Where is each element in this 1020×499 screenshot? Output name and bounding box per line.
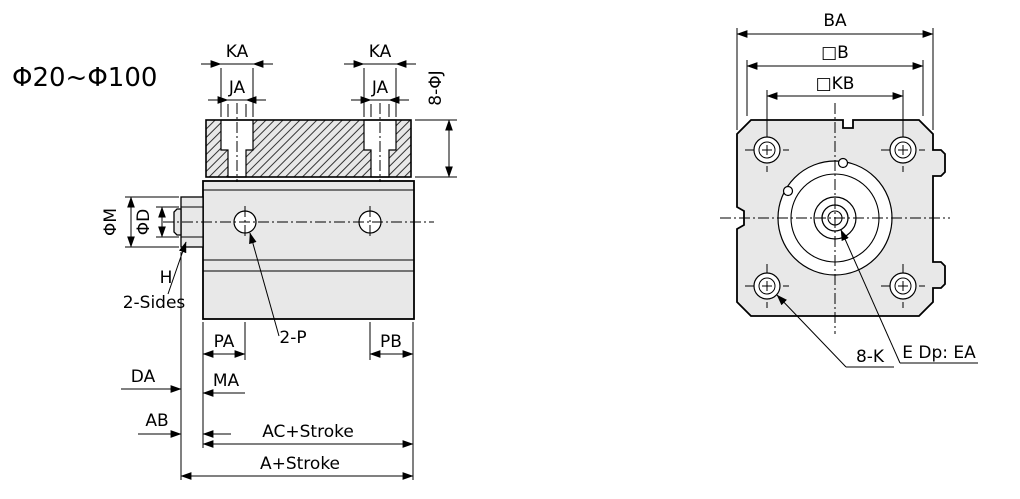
head-plate-outline: [205, 119, 412, 178]
label-ja-left: JA: [228, 78, 246, 98]
corner-screw-bottom-left: [745, 264, 789, 308]
label-pa: PA: [214, 332, 235, 352]
side-view-geometry: [173, 119, 415, 320]
bore-range-label: Φ20~Φ100: [12, 63, 157, 93]
label-ports: 2-P: [279, 328, 306, 348]
side-view-dimensions: [121, 60, 457, 480]
label-j-holes: 8-ΦJ: [426, 70, 446, 105]
label-ac-stroke: AC+Stroke: [262, 422, 354, 442]
pin-hole-top: [837, 157, 849, 169]
side-view: Φ20~Φ100 KA KA JA JA 8-ΦJ ΦM ΦD H 2-Side…: [12, 42, 457, 480]
label-ab: AB: [145, 411, 168, 431]
corner-screw-bottom-right: [881, 264, 925, 308]
label-two-sides: 2-Sides: [123, 293, 186, 313]
label-h-flat: H: [160, 268, 173, 288]
label-da: DA: [131, 367, 156, 387]
label-ja-right: JA: [371, 78, 389, 98]
label-ka-right: KA: [369, 42, 392, 62]
cylinder-body: [202, 180, 415, 320]
label-ba: BA: [823, 11, 847, 31]
pin-hole-left: [782, 185, 794, 197]
label-a-stroke: A+Stroke: [260, 454, 340, 474]
front-view-centerlines: [720, 103, 950, 334]
label-d-dia: ΦD: [134, 209, 154, 235]
label-b-square: □B: [821, 43, 849, 63]
label-k-holes: 8-K: [856, 347, 885, 367]
label-ka-left: KA: [226, 42, 249, 62]
label-e-depth: E Dp: EA: [902, 343, 976, 363]
corner-screw-top-right: [881, 128, 925, 172]
label-ma: MA: [213, 371, 240, 391]
side-view-centerlines: [163, 103, 434, 238]
label-pb: PB: [380, 332, 402, 352]
front-view-dimensions: [736, 28, 978, 368]
label-m-dia: ΦM: [101, 208, 121, 236]
front-view: BA □B □KB 8-K E Dp: EA: [720, 11, 978, 368]
corner-screw-top-left: [745, 128, 789, 172]
label-kb-square: □KB: [816, 74, 855, 94]
